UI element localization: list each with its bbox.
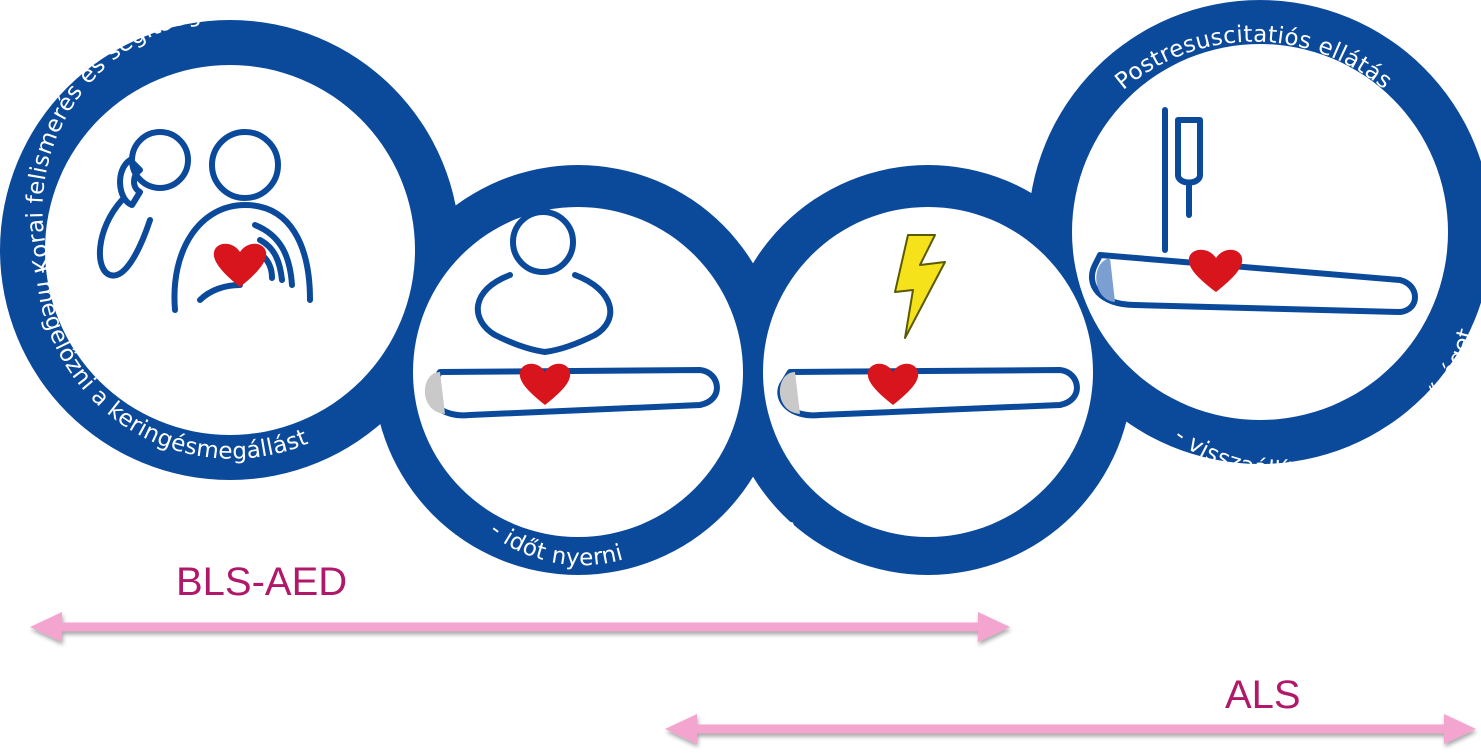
- bls-range-label: BLS-AED: [176, 560, 347, 605]
- als-range-label: ALS: [1225, 673, 1301, 718]
- als-range-arrow: [665, 714, 1476, 744]
- stage-2-title: Korai CPR: [461, 68, 620, 141]
- ring-inner-4: [1072, 44, 1448, 420]
- svg-text:Korai CPR: Korai CPR: [461, 68, 620, 141]
